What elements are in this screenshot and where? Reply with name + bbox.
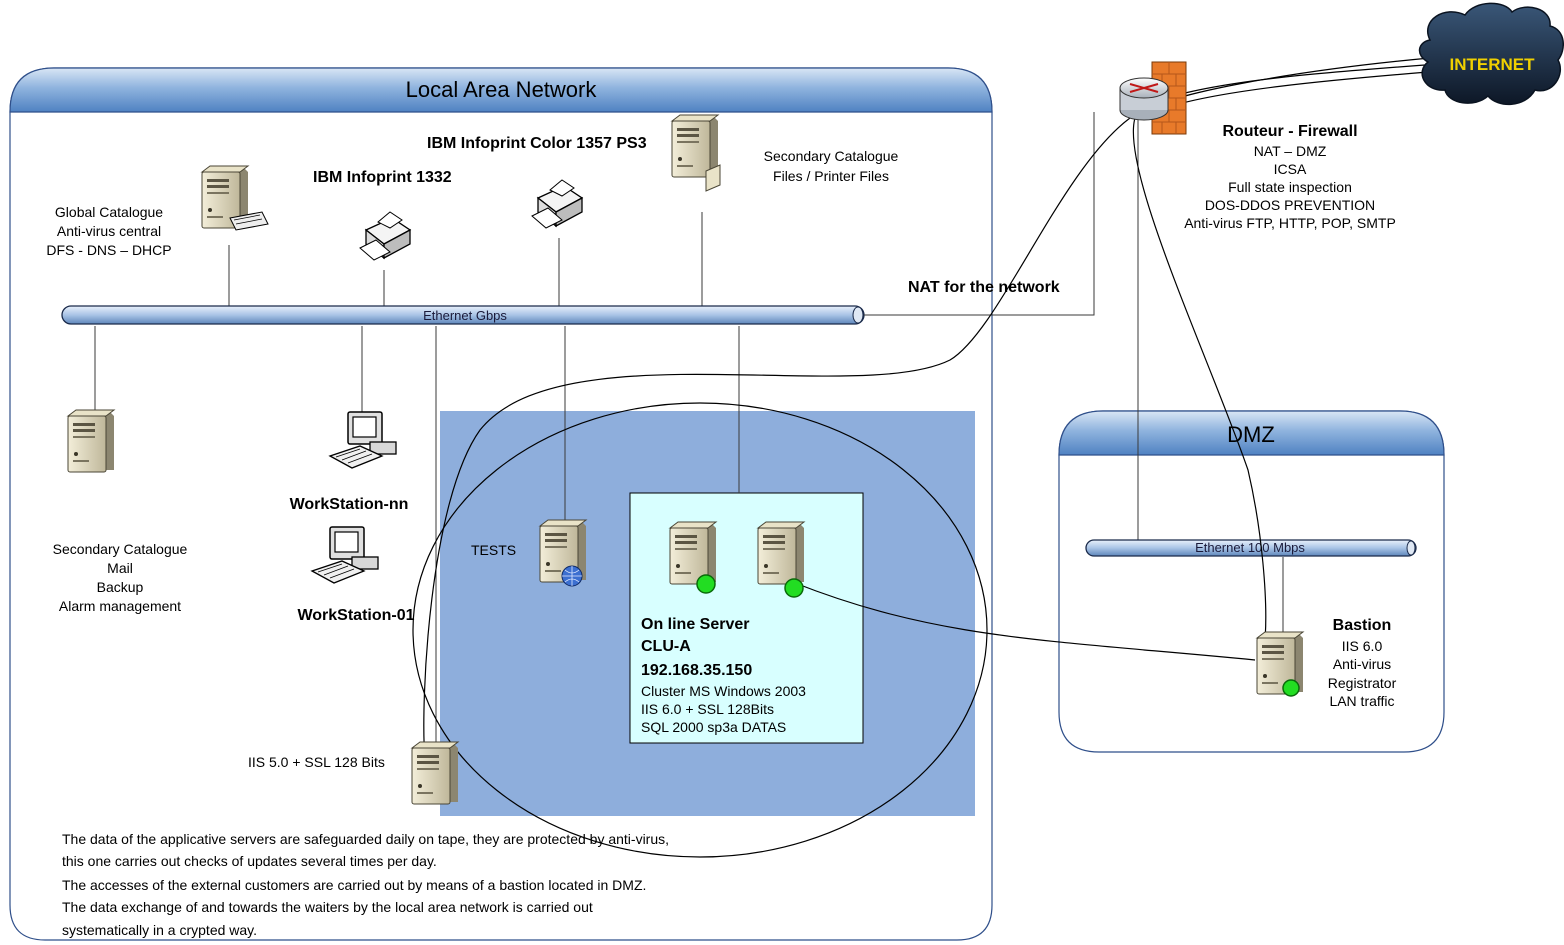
secondary-mail-label: Secondary Catalogue Mail Backup Alarm ma… [53,541,188,614]
internet-router-link-a [1159,64,1426,101]
online-server-node-b-icon [757,521,805,598]
bastion-line: Registrator [1328,675,1397,691]
online-server-line: Cluster MS Windows 2003 [641,683,806,699]
status-green-dot [1282,679,1300,697]
global-catalogue-line: Global Catalogue [55,204,163,220]
router-firewall-icon [1119,61,1187,135]
tests-label: TESTS [471,542,516,558]
global-catalogue-server-icon [201,165,269,231]
router-line: NAT – DMZ [1254,143,1327,159]
secondary-mail-line: Mail [107,560,133,576]
status-green-dot [784,578,804,598]
router-title: Routeur - Firewall [1222,123,1357,140]
dmz-ethernet-bus: Ethernet 100 Mbps [1085,539,1417,557]
global-catalogue-label: Global Catalogue Anti-virus central DFS … [46,204,171,258]
secondary-mail-line: Secondary Catalogue [53,541,188,557]
online-server-line: IIS 6.0 + SSL 128Bits [641,701,774,717]
secondary-files-line: Files / Printer Files [773,168,889,184]
bastion-server-icon [1256,631,1304,697]
global-catalogue-line: DFS - DNS – DHCP [46,242,171,258]
lan-zone-header [9,67,993,113]
bastion-line: LAN traffic [1329,693,1394,709]
bastion-label: Bastion IIS 6.0 Anti-virus Registrator L… [1328,617,1397,709]
router-line: ICSA [1274,161,1307,177]
dmz-bus-label: Ethernet 100 Mbps [1195,540,1305,555]
note-line: The accesses of the external customers a… [62,877,646,893]
lan-bus-label: Ethernet Gbps [423,308,507,323]
global-catalogue-line: Anti-virus central [57,223,161,239]
printer-1332-label: IBM Infoprint 1332 [313,169,452,186]
tests-server-icon [539,519,587,587]
note-line: systematically in a crypted way. [62,922,257,938]
internet-label: INTERNET [1450,55,1536,74]
lan-ethernet-bus: Ethernet Gbps [61,305,865,325]
router-line: Full state inspection [1228,179,1352,195]
secondary-mail-line: Alarm management [59,598,181,614]
secondary-files-server-icon [671,114,721,192]
online-server-label: On line Server CLU-A 192.168.35.150 Clus… [641,616,806,735]
router-to-lan-curve [423,117,1131,761]
bastion-line: Anti-virus [1333,656,1391,672]
iis5-label: IIS 5.0 + SSL 128 Bits [248,754,385,770]
online-server-title: On line Server [641,616,750,633]
bastion-title: Bastion [1333,617,1392,634]
printer-1357-label: IBM Infoprint Color 1357 PS3 [427,135,647,152]
status-green-dot [696,574,716,594]
iis5-server-icon [411,741,459,805]
dmz-zone: DMZ [1058,410,1445,753]
note-line: The data of the applicative servers are … [62,831,669,847]
router-label: Routeur - Firewall NAT – DMZ ICSA Full s… [1184,123,1396,231]
internet-cloud-icon: INTERNET [1418,2,1564,105]
dmz-zone-header [1058,410,1445,456]
workstation-nn-label: WorkStation-nn [290,496,409,513]
secondary-files-line: Secondary Catalogue [764,148,899,164]
note-line: this one carries out checks of updates s… [62,853,437,869]
internet-router-link-b [1164,71,1429,109]
nat-label: NAT for the network [908,279,1060,296]
online-server-ip: 192.168.35.150 [641,662,752,679]
online-server-name: CLU-A [641,638,691,655]
secondary-mail-line: Backup [97,579,144,595]
online-server-box [629,492,864,744]
nat-link [864,112,1095,316]
secondary-mail-server-icon [67,409,115,473]
lan-bus-drops [94,212,740,742]
cluster-ellipse [412,402,988,858]
router-line: Anti-virus FTP, HTTP, POP, SMTP [1184,215,1396,231]
bastion-line: IIS 6.0 [1342,638,1383,654]
notes-block: The data of the applicative servers are … [62,831,669,938]
bastion-to-cluster-arrow [794,582,1256,661]
internet-to-bastion-curve [1132,57,1431,641]
lan-zone-title: Local Area Network [406,77,598,102]
secondary-files-label: Secondary Catalogue Files / Printer File… [764,148,899,184]
workstation-01-label: WorkStation-01 [297,607,414,624]
router-line: DOS-DDOS PREVENTION [1205,197,1375,213]
dmz-zone-title: DMZ [1227,422,1275,447]
online-server-line: SQL 2000 sp3a DATAS [641,719,786,735]
online-server-node-a-icon [669,521,717,594]
note-line: The data exchange of and towards the wai… [62,899,593,915]
